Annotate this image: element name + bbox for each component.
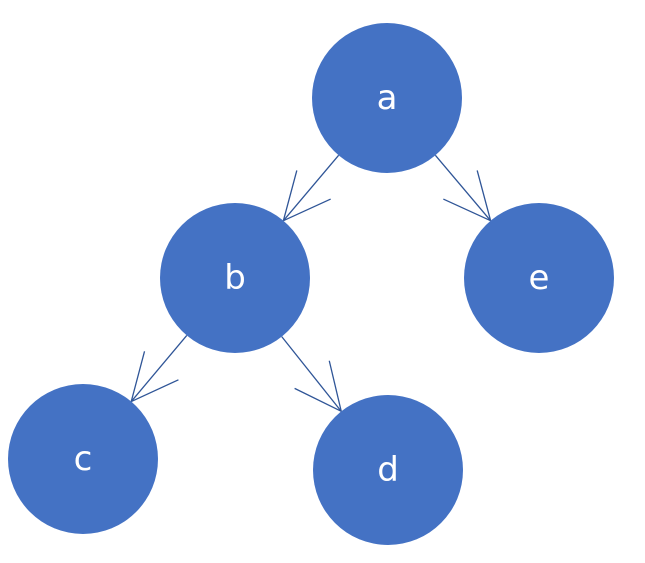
edge-a-e — [434, 154, 492, 222]
node-circle — [312, 23, 462, 173]
edge-b-d — [281, 336, 342, 412]
edges-layer — [130, 154, 492, 412]
node-e: e — [464, 203, 614, 353]
node-label: b — [224, 258, 246, 298]
arrowhead-barb — [294, 387, 342, 412]
node-circle — [8, 384, 158, 534]
node-b: b — [160, 203, 310, 353]
edge-line — [434, 154, 492, 222]
node-label: a — [377, 78, 398, 118]
arrowhead-barb — [130, 351, 146, 402]
edge-b-c — [130, 335, 188, 403]
edge-a-b — [282, 154, 340, 222]
edge-line — [130, 335, 188, 402]
nodes-layer: a b c d e — [8, 23, 614, 545]
node-label: d — [377, 450, 399, 490]
node-label: e — [529, 258, 550, 298]
node-d: d — [313, 395, 463, 545]
node-c: c — [8, 384, 158, 534]
node-label: c — [74, 439, 93, 479]
arrowhead-barb — [476, 170, 492, 221]
node-circle — [313, 395, 463, 545]
edge-line — [282, 154, 340, 222]
arrowhead-barb — [282, 170, 298, 221]
arrowhead-barb — [130, 379, 179, 403]
node-a: a — [312, 23, 462, 173]
node-circle — [464, 203, 614, 353]
arrowhead-barb — [443, 198, 491, 222]
edge-line — [281, 336, 342, 412]
node-circle — [160, 203, 310, 353]
arrowhead-barb — [283, 198, 331, 222]
arrowhead-barb — [328, 360, 342, 412]
